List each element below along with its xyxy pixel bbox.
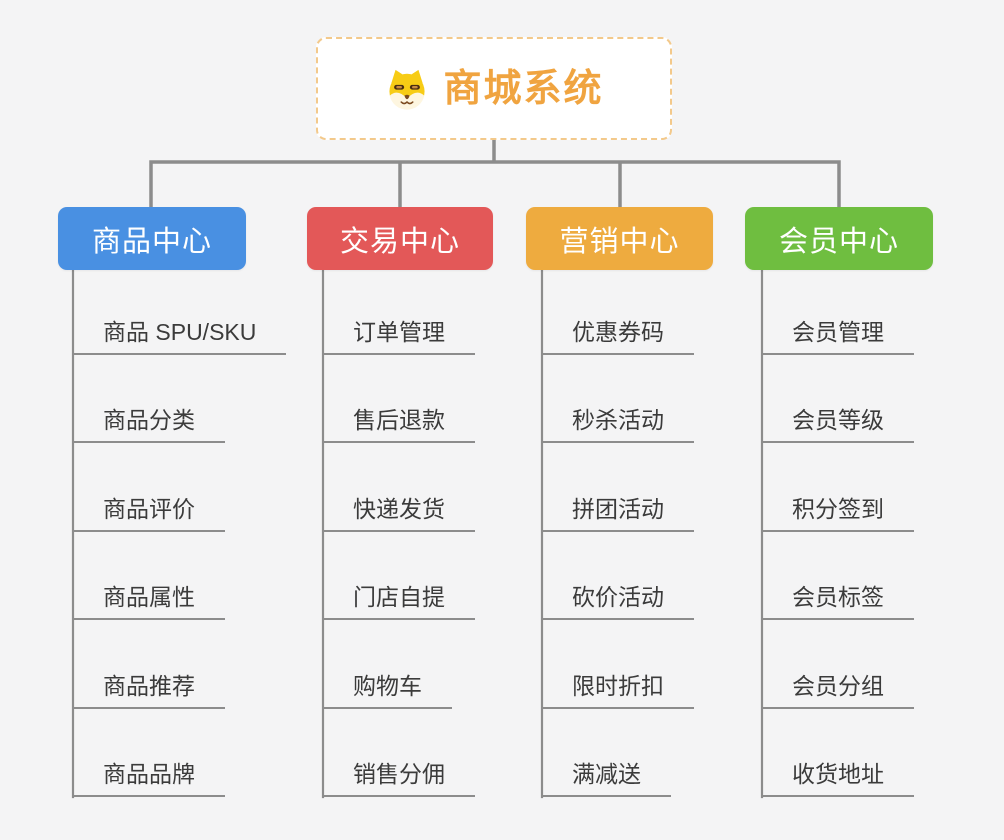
- root-title: 商城系统: [443, 67, 604, 110]
- leaf-node[interactable]: 秒杀活动: [542, 399, 694, 443]
- leaf-node[interactable]: 商品品牌: [73, 753, 225, 797]
- branch-node-marketing-center[interactable]: 营销中心: [526, 207, 713, 270]
- branch-node-member-center[interactable]: 会员中心: [745, 207, 933, 270]
- leaf-node[interactable]: 商品评价: [73, 488, 225, 532]
- leaf-node[interactable]: 销售分佣: [323, 753, 475, 797]
- leaf-node[interactable]: 会员管理: [762, 311, 914, 355]
- leaf-node[interactable]: 满减送: [542, 753, 671, 797]
- leaf-node[interactable]: 限时折扣: [542, 665, 694, 709]
- branch-node-product-center[interactable]: 商品中心: [58, 207, 246, 270]
- leaf-node[interactable]: 砍价活动: [542, 576, 694, 620]
- shiba-dog-icon: [389, 69, 426, 110]
- leaf-node[interactable]: 会员标签: [762, 576, 914, 620]
- leaf-node[interactable]: 积分签到: [762, 488, 914, 532]
- leaf-node[interactable]: 订单管理: [323, 311, 475, 355]
- leaf-node[interactable]: 购物车: [323, 665, 452, 709]
- root-node[interactable]: 商城系统: [316, 37, 672, 140]
- leaf-node[interactable]: 优惠券码: [542, 311, 694, 355]
- leaf-node[interactable]: 快递发货: [323, 488, 475, 532]
- leaf-node[interactable]: 售后退款: [323, 399, 475, 443]
- leaf-node[interactable]: 门店自提: [323, 576, 475, 620]
- leaf-node[interactable]: 会员等级: [762, 399, 914, 443]
- branch-node-trade-center[interactable]: 交易中心: [307, 207, 493, 270]
- leaf-node[interactable]: 拼团活动: [542, 488, 694, 532]
- leaf-node[interactable]: 收货地址: [762, 753, 914, 797]
- leaf-node[interactable]: 会员分组: [762, 665, 914, 709]
- leaf-node[interactable]: 商品分类: [73, 399, 225, 443]
- leaf-node[interactable]: 商品推荐: [73, 665, 225, 709]
- leaf-node[interactable]: 商品属性: [73, 576, 225, 620]
- leaf-node[interactable]: 商品 SPU/SKU: [73, 311, 287, 355]
